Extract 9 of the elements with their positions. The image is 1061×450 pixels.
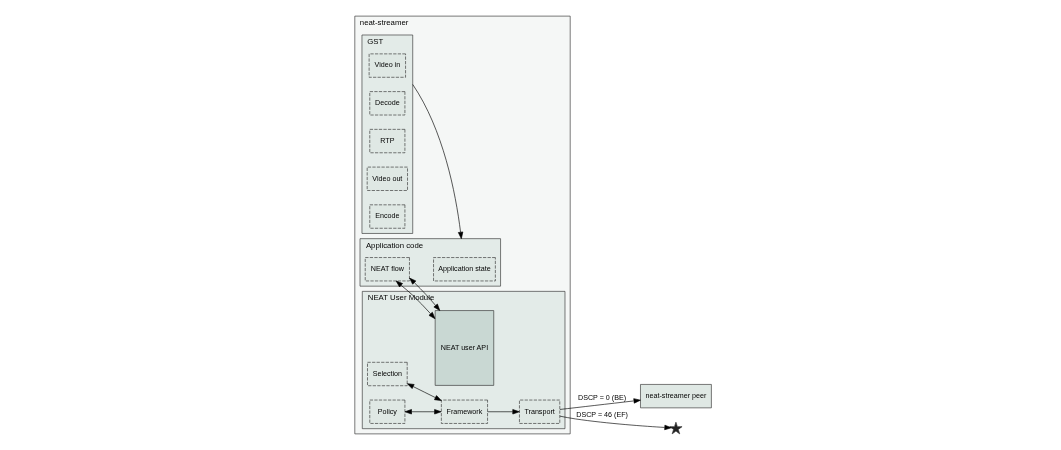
arrow <box>559 398 641 410</box>
arrow <box>412 84 464 239</box>
arrow <box>395 280 436 319</box>
node-cross <box>669 421 683 435</box>
arrow <box>487 409 520 415</box>
arrow <box>559 415 672 431</box>
arrow <box>404 409 442 415</box>
arrow <box>407 383 442 401</box>
arrow <box>409 277 441 311</box>
